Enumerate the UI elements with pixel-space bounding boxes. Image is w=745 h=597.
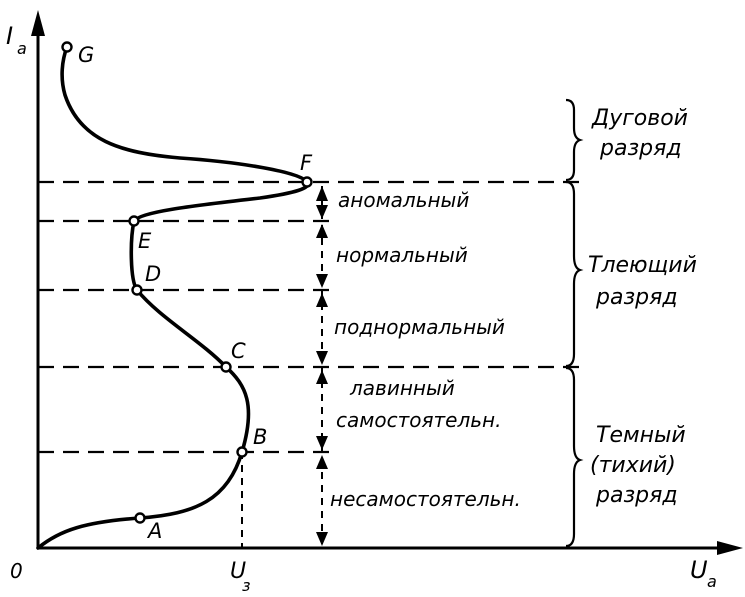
point-D bbox=[131, 284, 143, 296]
glow-discharge-line2: разряд bbox=[595, 285, 678, 310]
arrow-down-D bbox=[316, 274, 328, 288]
brace-arc bbox=[565, 98, 584, 182]
arrow-down-0 bbox=[316, 532, 328, 546]
label-A: A bbox=[146, 519, 162, 543]
region-non-self-sustained: несамостоятельн. bbox=[330, 487, 521, 511]
glow-discharge-line1: Тлеющий bbox=[588, 253, 697, 278]
y-axis-label-sub: a bbox=[17, 39, 27, 58]
x-axis-arrow bbox=[717, 541, 743, 555]
arrow-up-C bbox=[316, 370, 328, 384]
region-abnormal: аномальный bbox=[338, 188, 469, 212]
region-labels: аномальный нормальный поднормальный лави… bbox=[330, 188, 521, 511]
volt-ampere-curve bbox=[36, 45, 310, 550]
point-A bbox=[134, 512, 146, 524]
point-F bbox=[301, 176, 313, 188]
x-axis-label: U bbox=[690, 556, 708, 584]
region-avalanche-line1: лавинный bbox=[349, 376, 455, 400]
label-F: F bbox=[300, 151, 313, 175]
region-subnormal: поднормальный bbox=[334, 315, 505, 339]
dark-discharge-line3: разряд bbox=[595, 483, 678, 508]
point-C bbox=[220, 361, 232, 373]
arrow-up-D bbox=[316, 293, 328, 307]
label-C: C bbox=[231, 339, 246, 363]
x-axis-label-sub: a bbox=[707, 572, 717, 591]
level-lines bbox=[38, 180, 580, 548]
arrow-down-E bbox=[316, 205, 328, 219]
dark-discharge-line2: (тихий) bbox=[590, 453, 676, 478]
ignition-voltage-label: U bbox=[230, 559, 246, 584]
region-arrows bbox=[316, 186, 328, 546]
label-D: D bbox=[145, 262, 161, 286]
region-normal: нормальный bbox=[336, 243, 468, 267]
y-axis-label: I bbox=[6, 22, 13, 50]
arrow-down-B bbox=[316, 436, 328, 450]
arrow-down-C bbox=[316, 351, 328, 365]
dark-discharge-line1: Темный bbox=[596, 423, 686, 448]
arrow-up-B bbox=[316, 455, 328, 469]
point-E bbox=[128, 215, 140, 227]
discharge-labels: Дуговой разряд Тлеющий разряд Темный (ти… bbox=[588, 106, 697, 508]
label-B: B bbox=[253, 425, 267, 449]
curve-points bbox=[61, 41, 313, 524]
arc-discharge-line1: Дуговой bbox=[591, 106, 688, 131]
ignition-voltage-sub: з bbox=[242, 576, 251, 595]
point-labels: A B C D E F G bbox=[78, 43, 313, 543]
arrow-up-F bbox=[316, 186, 328, 201]
point-B bbox=[236, 446, 248, 458]
axis-labels: I a U a 0 U з bbox=[6, 22, 717, 595]
braces bbox=[565, 98, 584, 548]
label-G: G bbox=[78, 43, 94, 67]
origin-label: 0 bbox=[10, 559, 23, 583]
brace-dark bbox=[565, 366, 584, 548]
point-G bbox=[61, 41, 73, 53]
label-E: E bbox=[138, 229, 152, 253]
region-avalanche-line2: самостоятельн. bbox=[336, 408, 501, 432]
arrow-up-E bbox=[316, 224, 328, 238]
arc-discharge-line2: разряд bbox=[599, 136, 682, 161]
brace-glow bbox=[565, 180, 584, 368]
y-axis-arrow bbox=[31, 10, 45, 36]
